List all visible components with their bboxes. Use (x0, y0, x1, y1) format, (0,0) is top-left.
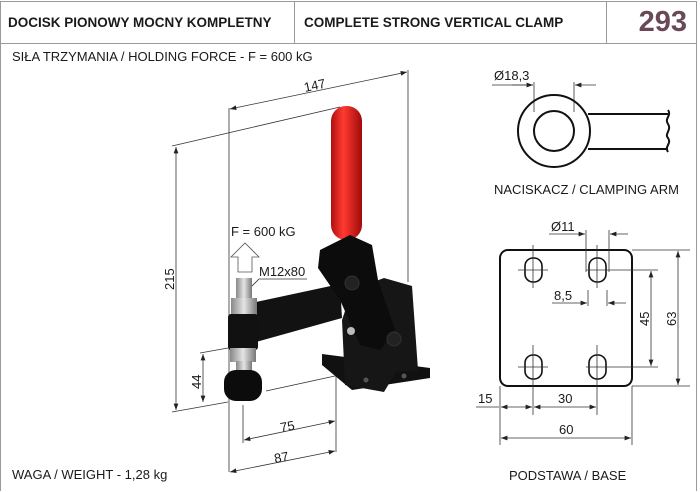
clamp-illustration (224, 106, 430, 401)
base-drawing: Ø11 8,5 45 63 15 30 60 PODSTAWA / BASE (476, 219, 690, 483)
screw-label: M12x80 (259, 264, 305, 279)
clamping-arm-drawing: Ø18,3 NACISKACZ / CLAMPING ARM (492, 68, 679, 197)
arm-diameter-label: Ø18,3 (494, 68, 529, 83)
title-english: COMPLETE STRONG VERTICAL CLAMP (295, 1, 607, 44)
slot-width-label: 8,5 (554, 288, 572, 303)
red-handle (331, 106, 362, 240)
holding-force-label: SIŁA TRZYMANIA / HOLDING FORCE - F = 600… (12, 49, 313, 64)
spacing-label: 30 (558, 391, 572, 406)
base-caption: PODSTAWA / BASE (509, 468, 627, 483)
offset-label: 15 (478, 391, 492, 406)
dim-height-215: 215 (162, 268, 177, 290)
force-arrow-icon (230, 242, 260, 273)
dim-75: 75 (279, 418, 296, 435)
dim-spindle-44: 44 (189, 375, 204, 389)
weight-label: WAGA / WEIGHT - 1,28 kg (12, 467, 168, 482)
clamp-dimensions: 147 215 44 75 87 F = 600 kG M12x80 (162, 70, 409, 474)
outer-height-label: 63 (664, 312, 679, 326)
title-polish: DOCISK PIONOWY MOCNY KOMPLETNY (0, 1, 295, 44)
clamping-arm-caption: NACISKACZ / CLAMPING ARM (494, 182, 679, 197)
hole-diameter-label: Ø11 (551, 219, 575, 234)
product-number: 293 (607, 1, 697, 44)
inner-height-label: 45 (637, 312, 652, 326)
dim-87: 87 (273, 449, 290, 466)
force-label: F = 600 kG (231, 224, 296, 239)
dim-length-147: 147 (303, 76, 327, 95)
width-label: 60 (559, 422, 573, 437)
